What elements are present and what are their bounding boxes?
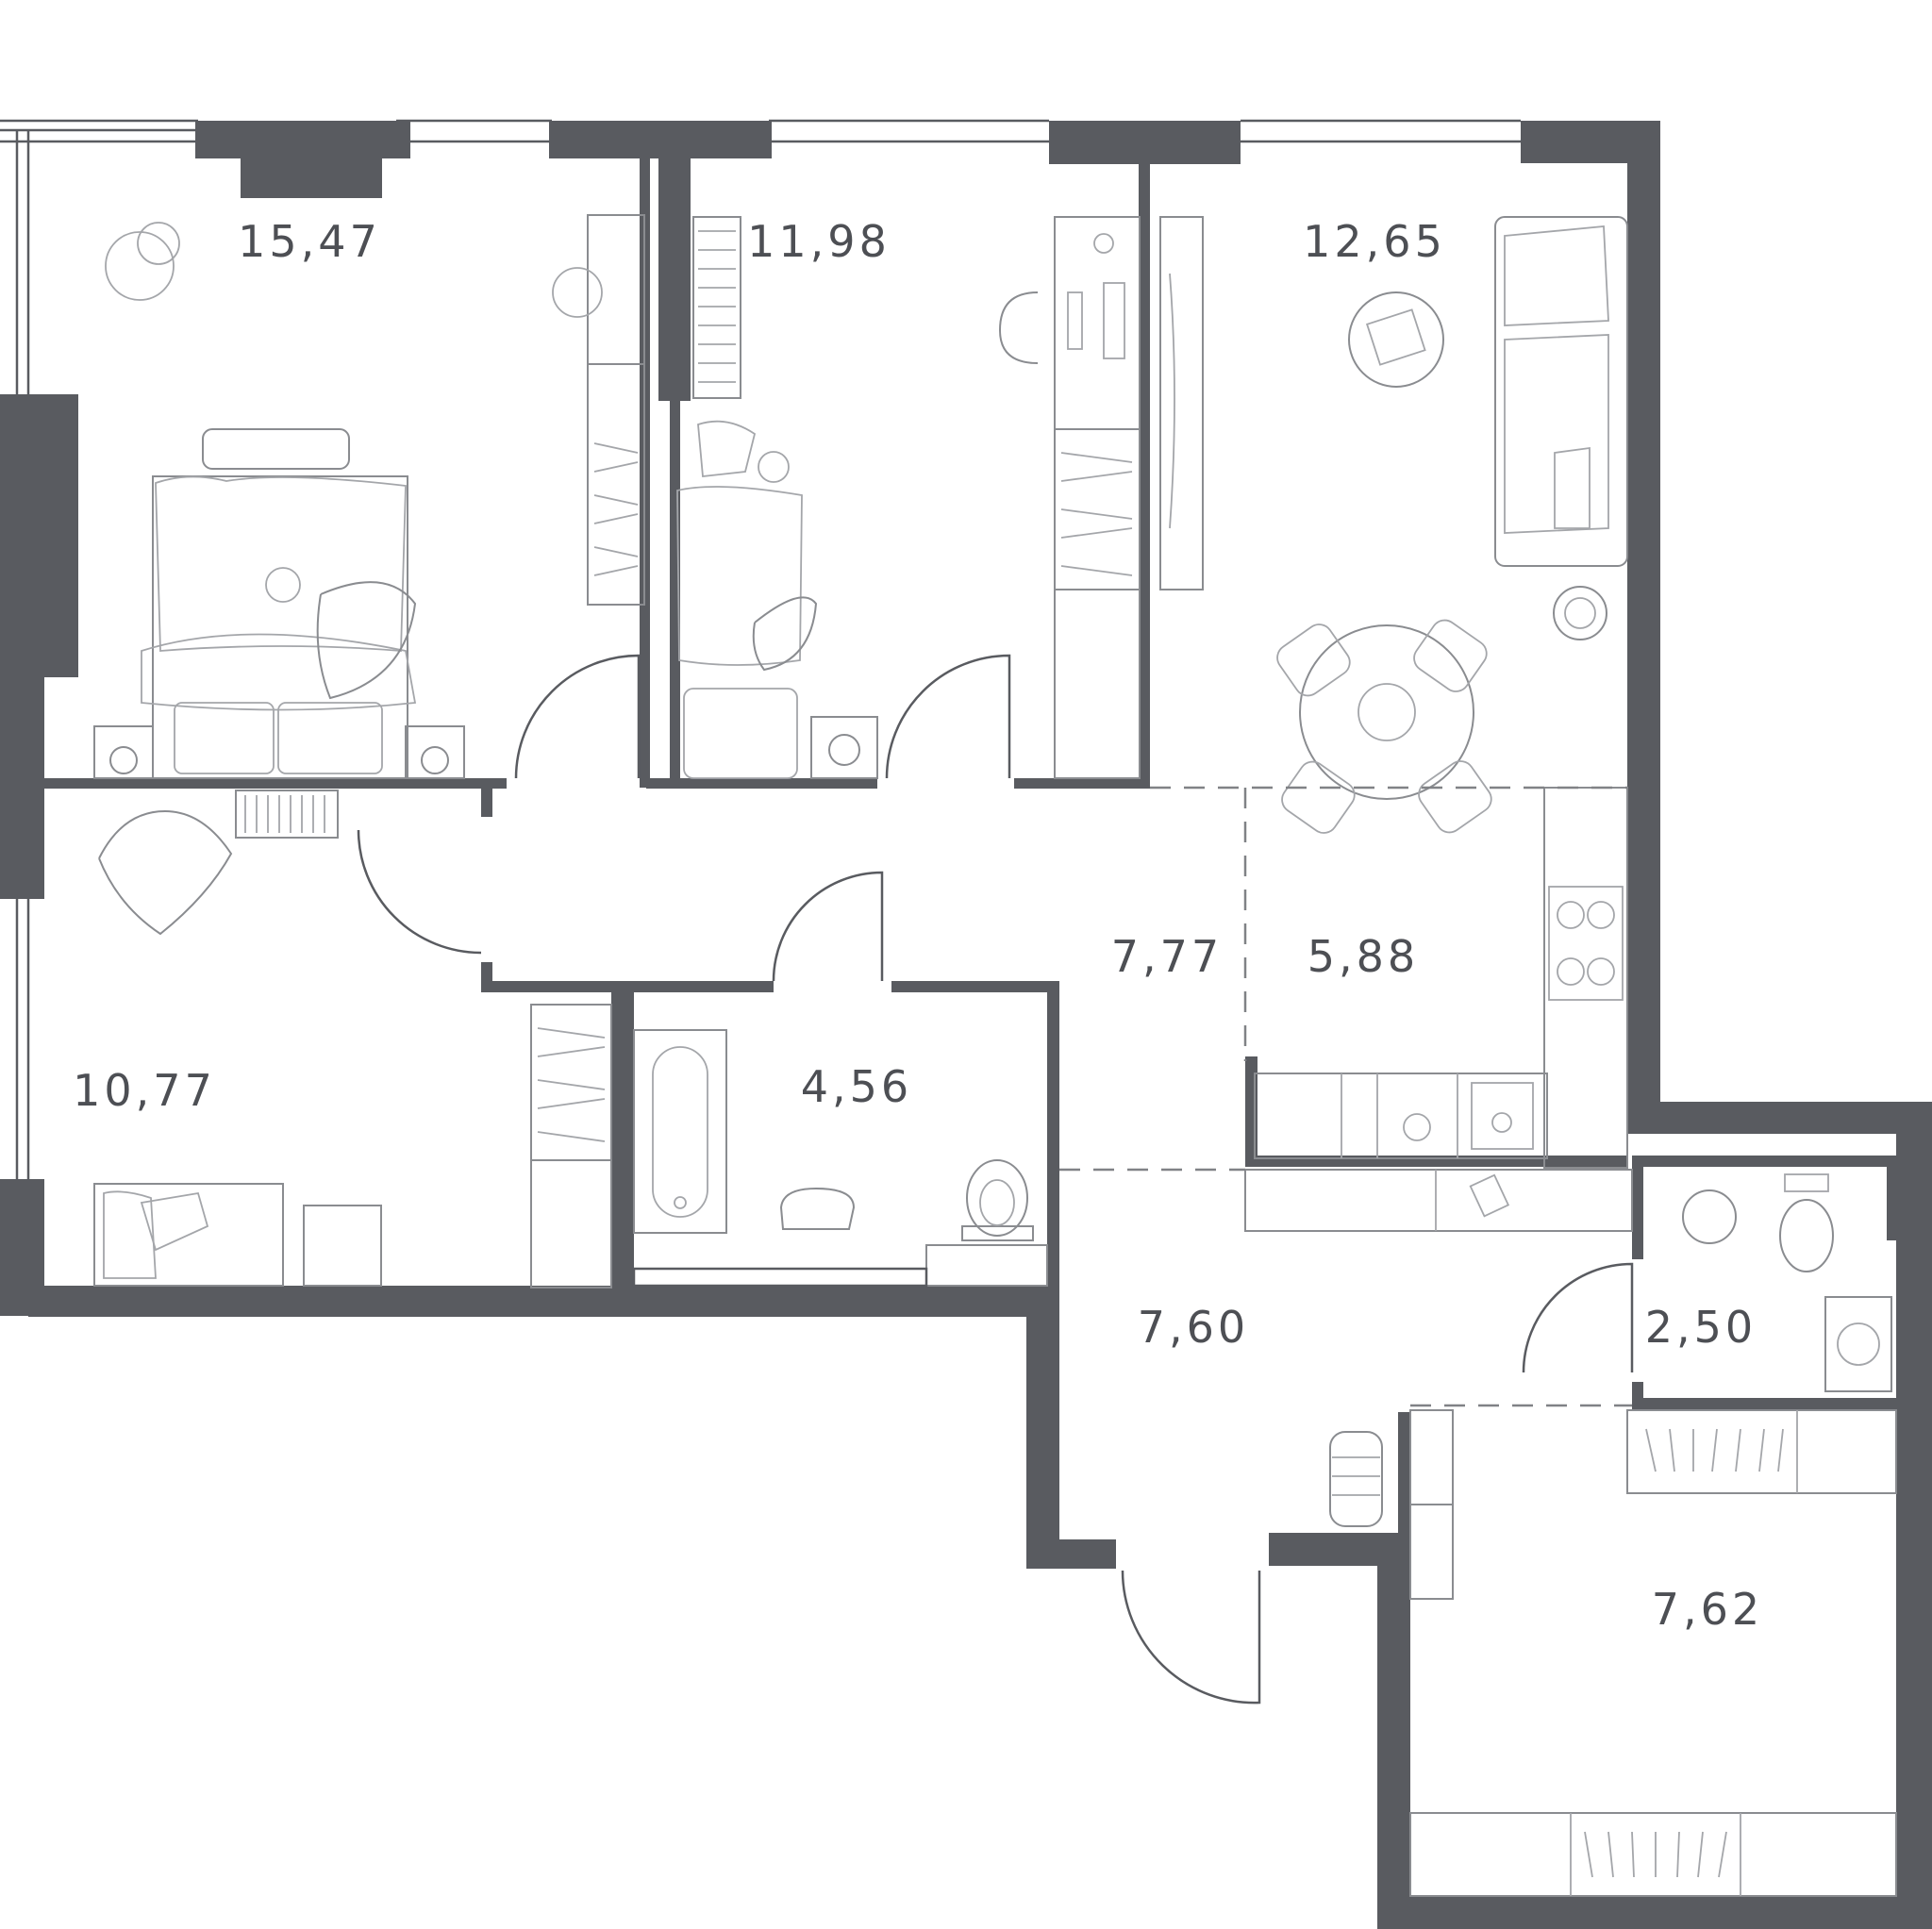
area-label-entrance-hall: 7,60 — [1138, 1302, 1249, 1353]
area-label-living-room: 12,65 — [1303, 216, 1446, 267]
area-label-kitchen: 5,88 — [1307, 931, 1419, 982]
area-label-toilet: 2,50 — [1645, 1302, 1757, 1353]
area-label-bathroom: 4,56 — [801, 1061, 912, 1112]
area-label-hallway: 7,77 — [1111, 931, 1223, 982]
furniture — [93, 214, 1897, 1897]
doors — [357, 654, 1634, 1705]
area-label-bedroom-master: 15,47 — [238, 216, 381, 267]
walls — [0, 121, 1932, 1929]
room-separators — [1059, 786, 1632, 1407]
area-label-bedroom-kids: 11,98 — [747, 216, 891, 267]
area-label-bedroom-small: 10,77 — [73, 1065, 216, 1116]
window-frames — [0, 119, 1521, 1179]
area-label-walk-in-closet: 7,62 — [1652, 1584, 1763, 1635]
area-labels: 15,47 11,98 12,65 10,77 7,77 5,88 4,56 7… — [73, 216, 1763, 1635]
